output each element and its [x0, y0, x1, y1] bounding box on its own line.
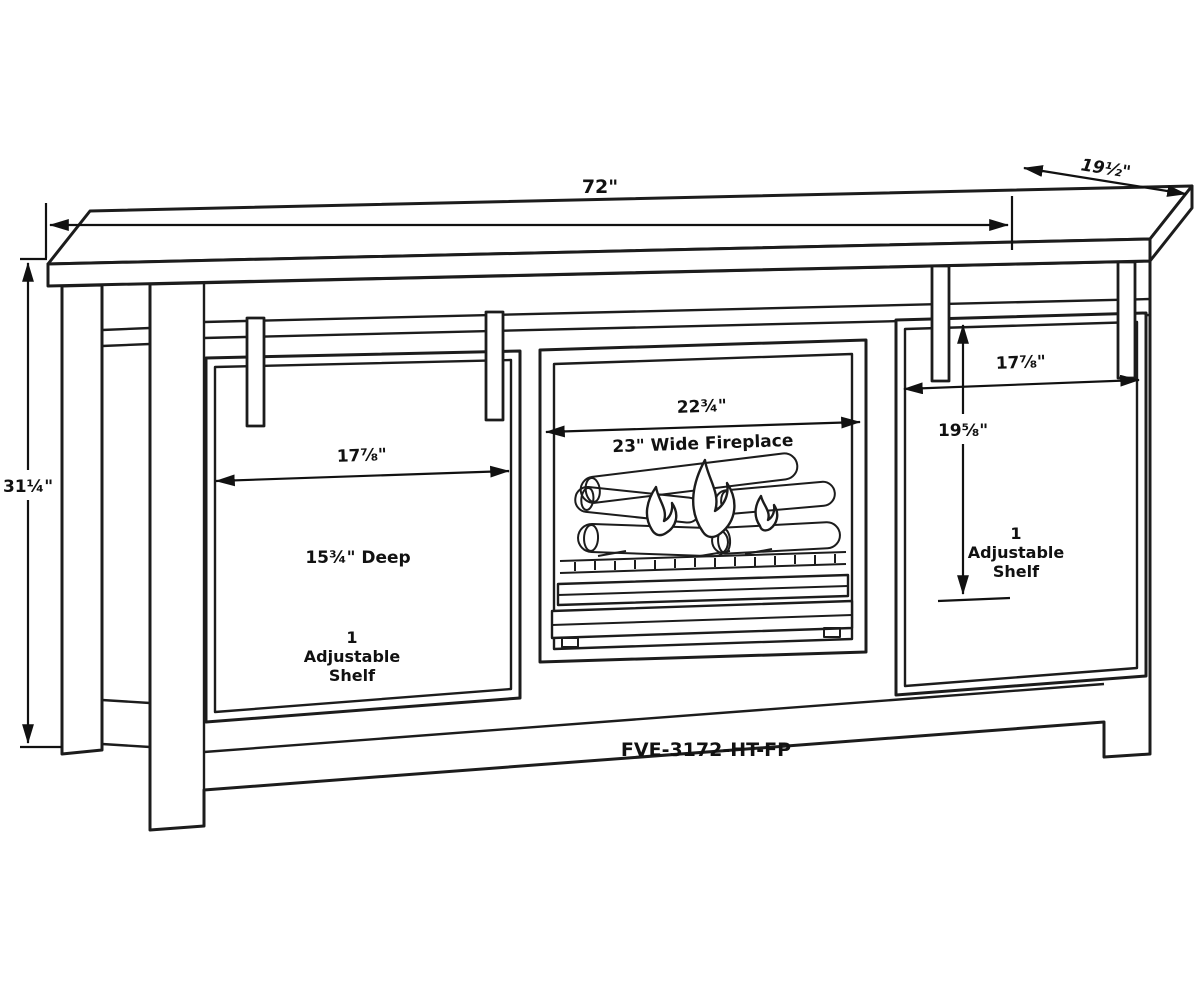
hanger-strap — [1116, 260, 1137, 380]
dimension-label: 31¼" — [3, 477, 53, 497]
dimension-line — [545, 416, 861, 438]
dimension-label: 17⅞" — [995, 352, 1046, 374]
dimension-line — [1023, 165, 1187, 197]
right-door-inner-frame — [903, 320, 1139, 688]
dimension-line — [903, 374, 1140, 395]
dimension-overall-height: 31¼" — [3, 257, 62, 749]
left-sliding-door — [204, 349, 522, 724]
shelf-note-line: 1 — [346, 628, 357, 647]
shelf-note-line: Shelf — [329, 666, 376, 685]
hanger-strap — [930, 264, 951, 383]
dimension-center-opening-width: 22¾" 23" Wide Fireplace — [545, 396, 861, 457]
depth-label: 15¾" Deep — [305, 548, 410, 568]
tabletop-right-edge — [1148, 184, 1194, 263]
shelf-note-line: 1 — [1010, 524, 1021, 543]
left-door-inner-frame — [213, 358, 513, 714]
hanger-strap — [484, 310, 505, 422]
side-top-rail-line — [101, 342, 151, 348]
left-shelf-note: 1 Adjustable Shelf — [304, 628, 401, 685]
left-door-panel — [204, 349, 522, 724]
dimension-right-door-width: 17⅞" — [903, 352, 1140, 395]
side-bottom-rail-line — [101, 742, 151, 749]
shelf-note-line: Adjustable — [304, 647, 401, 666]
insert-foot — [823, 627, 841, 638]
label-backing — [940, 414, 987, 444]
dimension-label: 22¾" — [676, 396, 727, 418]
dimension-left-door-width: 17⅞" — [215, 445, 510, 487]
back-left-leg — [60, 283, 104, 756]
fireplace-grille — [550, 551, 854, 648]
label-backing — [5, 470, 51, 500]
shelf-note-line: Shelf — [993, 562, 1040, 581]
insert-foot — [561, 637, 579, 648]
dimension-label: 72" — [582, 176, 618, 198]
grille-louvers — [574, 554, 836, 571]
cabinet-left-side — [60, 283, 151, 756]
dimension-overall-width: 72" — [44, 176, 1014, 258]
dimension-label: 19⅝" — [938, 421, 988, 441]
interior-depth-note: 15¾" Deep — [305, 548, 410, 568]
right-shelf-note: 1 Adjustable Shelf — [968, 524, 1065, 581]
side-top-rail-line — [101, 326, 151, 332]
side-bottom-rail-line — [101, 698, 151, 705]
fireplace-flames — [645, 458, 779, 539]
dimension-line — [215, 465, 510, 487]
model-number: FVE-3172-HT-FP — [621, 739, 791, 761]
fireplace-opening — [538, 338, 868, 664]
kindling-sticks — [597, 548, 773, 557]
door-hangers — [245, 260, 1137, 428]
flame — [645, 485, 678, 537]
shelf-note-line: Adjustable — [968, 543, 1065, 562]
extension-line — [937, 596, 1011, 603]
bottom-rail-top-edge — [203, 682, 1105, 754]
door-track-top-edge — [203, 297, 1151, 324]
hanger-strap — [245, 316, 266, 428]
flame — [754, 494, 779, 532]
dimension-label: 17⅞" — [336, 445, 387, 467]
dimension-right-opening-height: 19⅝" — [937, 324, 1011, 603]
flame — [691, 458, 736, 539]
